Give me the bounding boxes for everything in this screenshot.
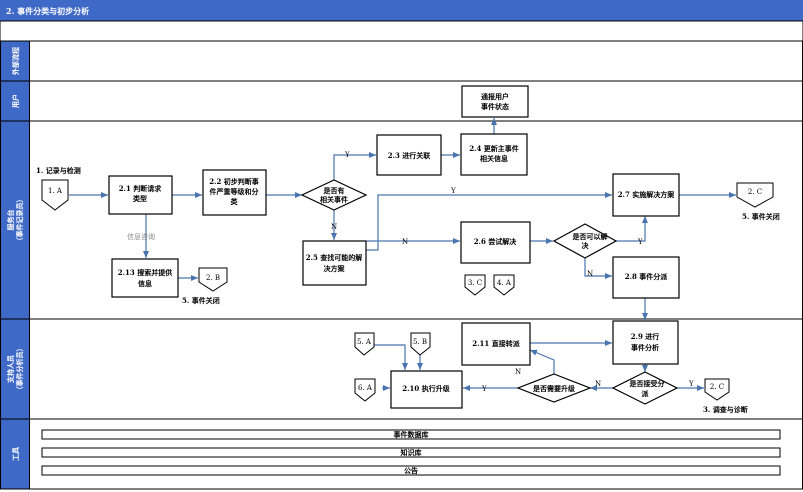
process-2-5-line1: 2.5 查找可能的解: [306, 253, 363, 262]
process-2-10-label: 2.10 执行升级: [402, 384, 450, 393]
process-2-2-line2: 件严重等级和分: [210, 187, 259, 196]
process-2-4-line1: 2.4 更新主事件: [469, 144, 519, 153]
edge-label-info-query: 信息咨询: [127, 232, 155, 241]
connector-2c-bottom-label: 2. C: [710, 383, 724, 391]
tool-bulletin: 公告: [404, 466, 418, 475]
process-2-4-line2: 相关信息: [480, 154, 508, 163]
edge-label-findsolution-yes: Y: [450, 187, 456, 195]
process-2-1-line1: 2.1 判断请求: [119, 184, 163, 193]
lane-label-servicedesk-sub: （事件记录员）: [15, 196, 24, 245]
text-close-top: 5. 事件关闭: [742, 212, 780, 221]
process-2-13[interactable]: [111, 258, 179, 298]
lane-label-servicedesk: 服务台: [6, 210, 15, 231]
connector-2c-top-label: 2. C: [748, 188, 762, 196]
edge-label-solved-yes: Y: [637, 238, 643, 246]
text-close-mid: 5. 事件关闭: [182, 296, 220, 305]
process-2-7-label: 2.7 实施解决方案: [618, 190, 676, 199]
decision-accept-assignment[interactable]: [611, 371, 679, 405]
text-investigate: 3. 调查与诊断: [703, 405, 748, 414]
process-2-9[interactable]: [612, 320, 679, 365]
connector-2c-top[interactable]: [736, 182, 774, 208]
decision-solvable-line2: 决: [582, 241, 590, 250]
process-notify-line2: 事件状态: [481, 102, 509, 111]
edge-label-related-yes: Y: [344, 151, 350, 159]
process-2-7[interactable]: [612, 173, 680, 217]
connector-2c-bottom[interactable]: [704, 378, 730, 401]
decision-accept-line1: 是否接受分: [629, 379, 665, 388]
lane-label-support: 支持人员: [6, 355, 15, 384]
process-2-9-line1: 2.9 进行: [631, 332, 660, 341]
decision-accept-line2: 派: [642, 389, 650, 398]
lane-label-tools: 工具: [11, 447, 20, 461]
connector-5a-label: 5. A: [357, 338, 372, 346]
process-2-1-line2: 类型: [133, 194, 147, 203]
connector-4a[interactable]: [493, 274, 515, 296]
decision-related-event[interactable]: [300, 179, 368, 211]
connector-4a-label: 4. A: [497, 279, 512, 287]
start-label: 1. 记录与检测: [36, 166, 81, 175]
process-2-6-label: 2.6 尝试解决: [474, 237, 518, 246]
connector-2b[interactable]: [198, 267, 228, 292]
connector-5b-label: 5. B: [413, 338, 427, 346]
connector-3c[interactable]: [464, 274, 486, 296]
tool-kb: 知识库: [400, 448, 422, 457]
tool-bar-kb: [41, 447, 781, 458]
connector-3c-label: 3. C: [468, 279, 482, 287]
process-2-1[interactable]: [108, 175, 173, 215]
process-2-9-line2: 事件分析: [631, 343, 659, 352]
decision-solvable-line1: 是否可以解: [572, 232, 608, 241]
tool-bar-bulletin: [41, 465, 781, 476]
connector-1a-label: 1. A: [48, 187, 63, 195]
tool-bar-event-db: [41, 429, 781, 440]
edges: [69, 118, 736, 391]
edge-label-solved-no: N: [587, 270, 593, 278]
lane-label-external: 外部流程: [11, 47, 20, 75]
process-2-11-label: 2.11 直接转派: [472, 339, 520, 348]
process-2-8[interactable]: [612, 256, 680, 299]
edge-label-related-no: N: [331, 223, 337, 231]
decision-escalate-label: 是否需要升级: [532, 384, 576, 393]
header-bar: [0, 0, 803, 21]
lane-label-user: 用户: [11, 94, 20, 108]
process-2-2-line1: 2.2 初步判断事: [209, 177, 259, 186]
process-2-13-line2: 信息: [138, 279, 152, 288]
header-title: 2. 事件分类与初步分析: [6, 6, 89, 16]
edge-label-escalate-no: N: [515, 368, 521, 376]
process-2-4[interactable]: [460, 133, 528, 176]
connector-1a[interactable]: [41, 179, 69, 211]
decision-solvable[interactable]: [552, 223, 618, 259]
connector-2b-label: 2. B: [206, 274, 220, 282]
process-2-2[interactable]: [202, 169, 267, 216]
process-2-2-line3: 类: [231, 197, 239, 206]
connector-5a[interactable]: [354, 332, 375, 356]
process-2-10[interactable]: [390, 370, 463, 409]
process-2-5-line2: 决方案: [324, 264, 346, 273]
edge-label-accept-no: N: [595, 380, 601, 388]
tool-event-db: 事件数据库: [394, 430, 429, 439]
edge-label-accept-yes: Y: [688, 380, 694, 388]
connector-6a-label: 6. A: [358, 384, 373, 392]
process-notify-user[interactable]: [461, 85, 529, 118]
decision-related-line1: 是否有: [323, 186, 345, 195]
process-2-5[interactable]: [302, 240, 367, 286]
decision-related-line2: 相关事件: [320, 195, 348, 204]
connector-6a[interactable]: [354, 378, 376, 402]
process-2-11[interactable]: [461, 322, 531, 366]
process-2-13-line1: 2.13 搜索并提供: [118, 268, 173, 277]
connector-5b[interactable]: [410, 332, 431, 356]
process-2-3[interactable]: [376, 134, 442, 176]
process-2-8-label: 2.8 事件分派: [625, 272, 669, 281]
header-spacer: [0, 20, 803, 42]
lane-label-support-sub: （事件分析员）: [15, 345, 24, 394]
process-2-3-label: 2.3 进行关联: [388, 151, 432, 160]
decision-escalate[interactable]: [516, 373, 592, 403]
process-notify-line1: 通报用户: [481, 92, 509, 101]
edge-label-escalate-yes: Y: [481, 385, 487, 393]
edge-label-findsolution-no: N: [402, 238, 408, 246]
process-2-6[interactable]: [460, 221, 531, 264]
